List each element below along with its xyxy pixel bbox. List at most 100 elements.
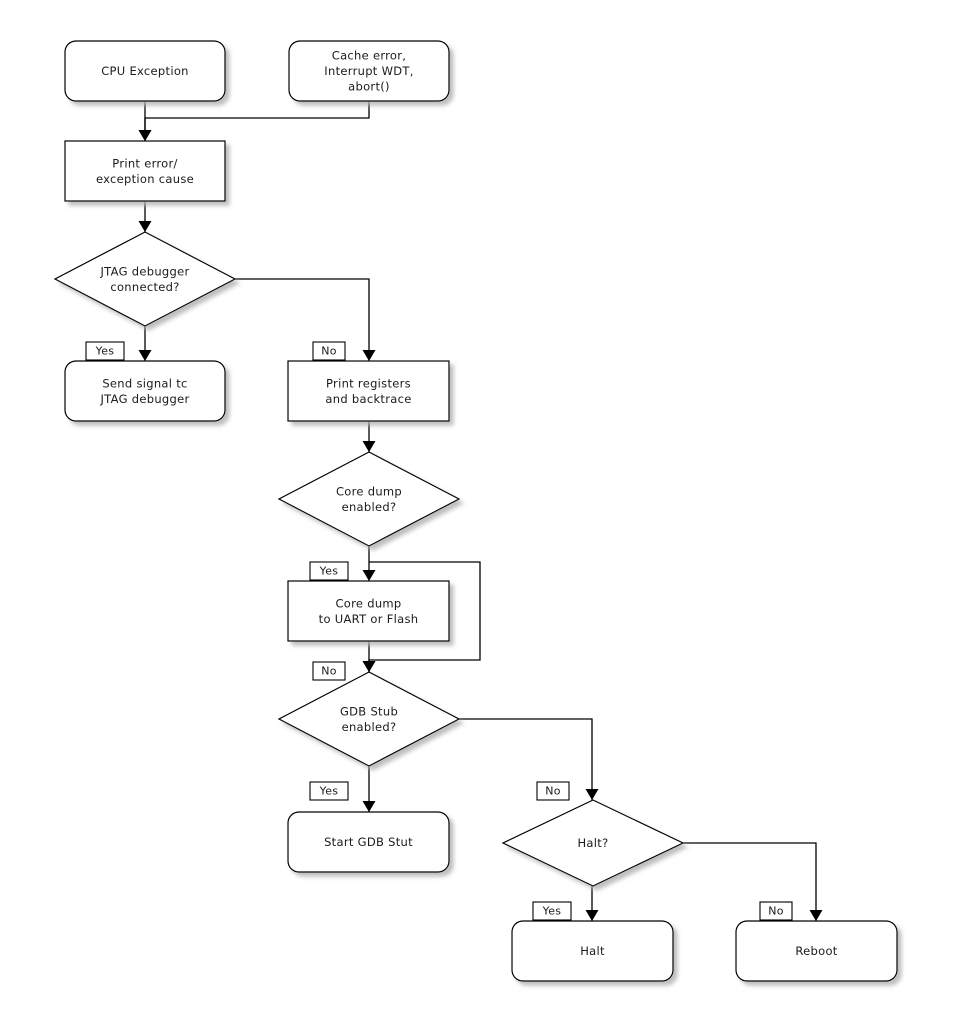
- edge-path: [144, 101, 370, 141]
- edge-label-box: [309, 561, 349, 581]
- edge-label-text: No: [545, 785, 561, 798]
- node-label-line: abort(): [348, 79, 390, 93]
- edge-label-box: [536, 781, 570, 801]
- node-label-line: Core dump: [335, 596, 401, 610]
- edge-label-box: [312, 661, 346, 681]
- arrowhead-icon: [362, 661, 376, 672]
- node-label-line: enabled?: [342, 499, 397, 513]
- node-cpu_exception[interactable]: CPU Exception: [64, 40, 226, 102]
- edge-label-gdb-no: No: [536, 781, 570, 801]
- edge-label-halt-no: No: [759, 901, 793, 921]
- edge-label-text: Yes: [319, 785, 339, 798]
- node-label: Start GDB Stut: [324, 835, 413, 849]
- node-shape-rect: [287, 580, 450, 642]
- edge-label-text: Yes: [319, 565, 339, 578]
- arrowhead-icon: [138, 350, 152, 361]
- edge-label-box: [759, 901, 793, 921]
- edge-coredump-yes: [362, 546, 376, 581]
- node-label-line: Cache error,: [332, 48, 407, 62]
- node-label-line: Core dump: [336, 484, 402, 498]
- node-shape-rect: [64, 140, 226, 202]
- edge-print-to-jtag: [138, 201, 152, 232]
- node-label-line: Print error/: [112, 156, 177, 170]
- edge-label-box: [312, 341, 346, 361]
- arrowhead-icon: [809, 910, 823, 921]
- node-label-line: Start GDB Stut: [324, 835, 413, 849]
- node-label: CPU Exception: [101, 64, 189, 78]
- node-label-line: Send signal tc: [102, 376, 187, 390]
- node-label: Reboot: [795, 944, 837, 958]
- node-halt[interactable]: Halt: [511, 920, 674, 982]
- edge-label-jtag-no: No: [312, 341, 346, 361]
- node-label-line: to UART or Flash: [319, 611, 419, 625]
- node-print_error[interactable]: Print error/exception cause: [64, 140, 226, 202]
- node-shape-diamond: [277, 671, 461, 767]
- edge-label-jtag-yes: Yes: [85, 341, 125, 361]
- node-shape-rect: [287, 360, 450, 422]
- node-halt_question[interactable]: Halt?: [501, 799, 685, 887]
- node-label-line: Reboot: [795, 944, 837, 958]
- node-cache_error[interactable]: Cache error, Interrupt WDT,abort(): [288, 40, 450, 102]
- node-start_gdb_stub[interactable]: Start GDB Stut: [287, 811, 450, 873]
- node-shape-rounded-rect: [288, 40, 450, 102]
- edge-label-halt-yes: Yes: [532, 901, 572, 921]
- node-label: Print error/exception cause: [96, 156, 194, 186]
- node-label-line: JTAG debugger: [99, 391, 189, 405]
- node-reboot[interactable]: Reboot: [735, 920, 898, 982]
- edge-label-text: No: [321, 345, 337, 358]
- node-shape-rounded-rect: [735, 920, 898, 982]
- node-label-line: Halt?: [577, 836, 608, 850]
- node-label-line: JTAG debugger: [99, 264, 189, 278]
- edge-path: [683, 842, 817, 921]
- arrowhead-icon: [138, 130, 152, 141]
- edge-label-text: Yes: [95, 345, 115, 358]
- edge-label-text: No: [321, 665, 337, 678]
- edge-gdb-no: [459, 718, 599, 800]
- edge-label-text: No: [768, 905, 784, 918]
- edge-jtag-no: [235, 278, 376, 361]
- edge-cache-to-print: [138, 101, 370, 141]
- edge-label-box: [532, 901, 572, 921]
- arrowhead-icon: [362, 350, 376, 361]
- edge-label-coredump-no: No: [312, 661, 346, 681]
- edge-jtag-yes: [138, 326, 152, 361]
- edge-halt-yes: [585, 886, 599, 921]
- edge-label-box: [309, 781, 349, 801]
- node-shape-rounded-rect: [64, 40, 226, 102]
- arrowhead-icon: [585, 910, 599, 921]
- node-label-line: Interrupt WDT,: [324, 64, 413, 78]
- node-label: Halt?: [577, 836, 608, 850]
- node-shape-diamond: [277, 451, 461, 547]
- node-shape-rounded-rect: [64, 360, 226, 422]
- edge-label-gdb-yes: Yes: [309, 781, 349, 801]
- edges-layer: [138, 101, 823, 921]
- node-label-line: and backtrace: [325, 391, 411, 405]
- arrowhead-icon: [362, 801, 376, 812]
- node-label-line: GDB Stub: [340, 704, 398, 718]
- arrowhead-icon: [585, 789, 599, 800]
- node-label-line: enabled?: [342, 719, 397, 733]
- node-label-line: CPU Exception: [101, 64, 189, 78]
- node-label: Cache error, Interrupt WDT,abort(): [324, 48, 413, 93]
- node-label: Halt: [580, 944, 605, 958]
- node-label-line: exception cause: [96, 171, 194, 185]
- node-label-line: Print registers: [326, 376, 411, 390]
- node-label-line: Halt: [580, 944, 605, 958]
- edge-registers-to-coredumpq: [362, 421, 376, 452]
- node-label-line: connected?: [110, 279, 179, 293]
- node-shape-diamond: [501, 799, 685, 887]
